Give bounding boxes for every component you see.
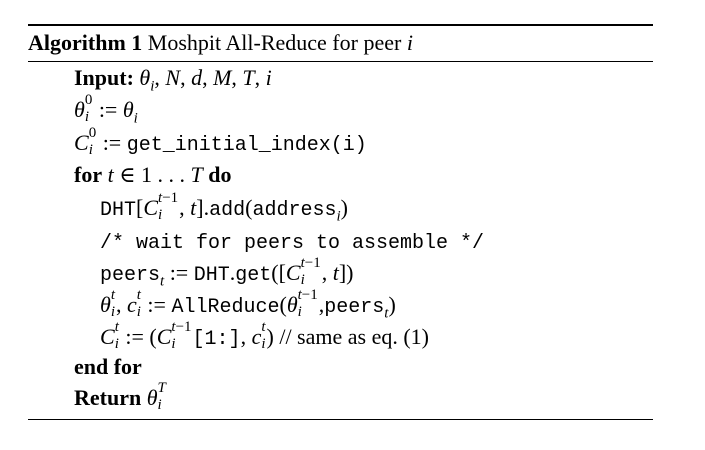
get-initial-index-call: get_initial_index(i)	[126, 134, 367, 157]
do-keyword: do	[208, 162, 232, 187]
input-args: θi, N, d, M, T, i	[139, 65, 272, 95]
input-line: Input: θi, N, d, M, T, i	[74, 64, 272, 95]
caption-rule	[28, 61, 653, 62]
input-keyword: Input:	[74, 65, 134, 90]
algorithm-title-var: i	[406, 30, 413, 55]
algorithm-caption: Algorithm 1 Moshpit All-Reduce for peer …	[28, 29, 413, 57]
algorithm-label: Algorithm 1	[28, 30, 143, 55]
wait-comment: /* wait for peers to assemble */	[100, 232, 485, 255]
return-keyword: Return	[74, 385, 142, 410]
bottom-rule	[28, 419, 653, 420]
for-keyword: for	[74, 162, 103, 187]
algorithm-title: Moshpit All-Reduce for peer	[147, 30, 402, 55]
for-line: for t ∈ 1 . . . T do	[74, 161, 232, 189]
c-update-comment: // same as eq. (1)	[279, 324, 429, 349]
wait-comment-line: /* wait for peers to assemble */	[100, 227, 484, 258]
top-rule	[28, 24, 653, 26]
for-condition: t ∈ 1 . . . T	[107, 162, 203, 187]
end-for-line: end for	[74, 354, 142, 379]
